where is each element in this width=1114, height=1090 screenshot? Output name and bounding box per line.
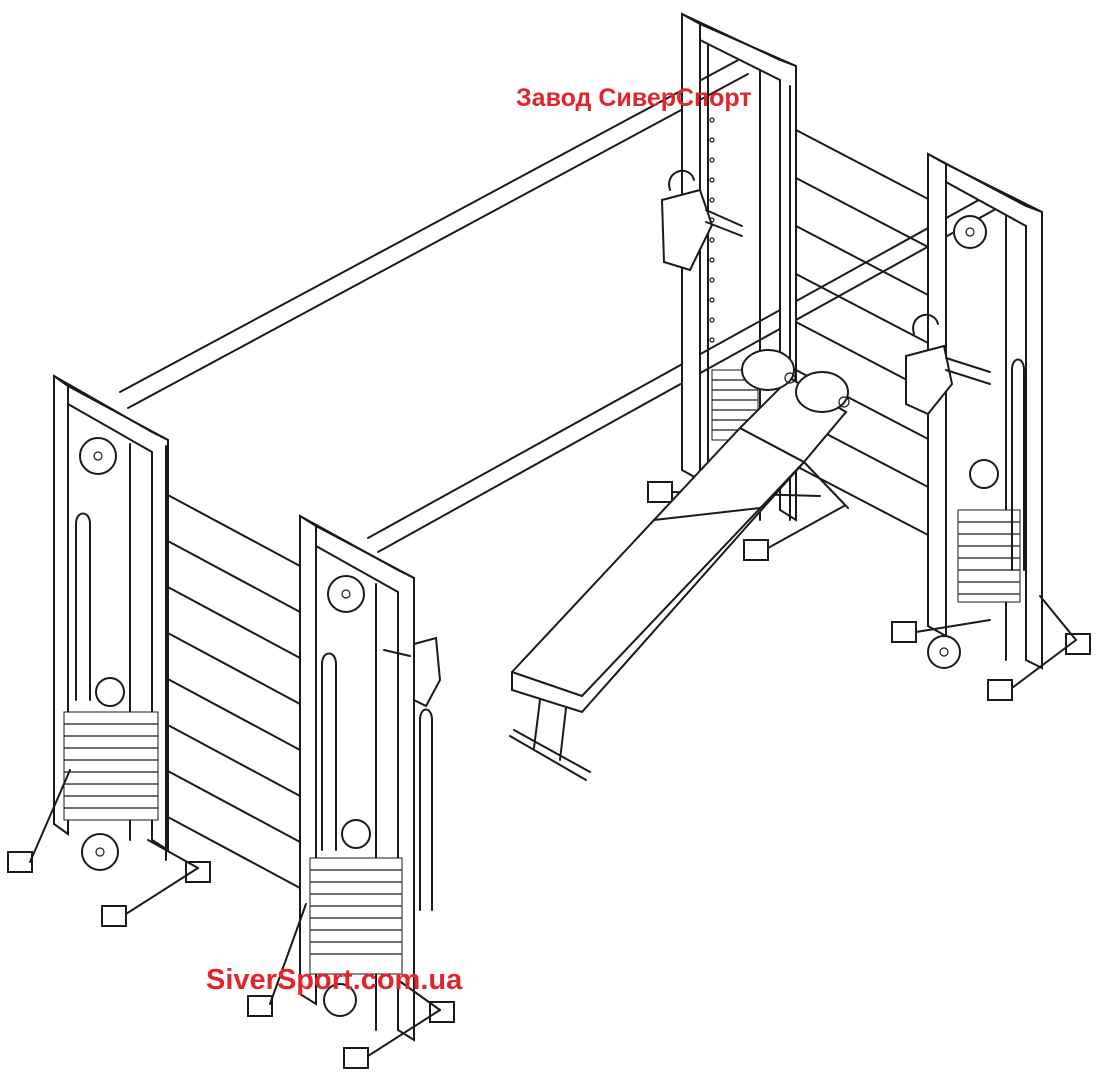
pulley-carriage-front-left: [383, 636, 442, 708]
pulley-carriage-rear-right: [660, 170, 743, 272]
handle-front-left: [321, 652, 337, 851]
handle-front-right: [1011, 358, 1025, 571]
weight-stack-rear-left: [63, 711, 159, 821]
pulley-wheel-mid-right: [969, 459, 999, 489]
bench-leg-support: [509, 699, 591, 781]
pulley-wheel-top-right: [953, 215, 987, 249]
incline-bench: [509, 349, 850, 781]
watermark-website: SiverSport.com.ua: [206, 964, 463, 996]
foot-rear-left: [7, 769, 211, 927]
wall-bars-rear: [789, 85, 931, 561]
pulley-wheel-bottom-right: [927, 635, 961, 669]
tower-rear-left: [7, 374, 211, 927]
pulley-wheel-bottom-front-left: [323, 983, 357, 1017]
foot-front-left: [247, 903, 455, 1069]
top-crossbar-rear: [119, 57, 749, 409]
leg-roller-pads: [741, 349, 850, 413]
tower-front-left: [247, 514, 455, 1069]
tower-front-right: [891, 152, 1091, 701]
pulley-wheel-bottom-left: [81, 833, 119, 871]
weight-stack-front-left: [309, 857, 403, 975]
wall-bar-rail-front: [419, 708, 433, 911]
adjustment-holes-rear-right: [709, 117, 715, 343]
pulley-wheel-mid-front-left: [341, 819, 371, 849]
pulley-wheel-top-front-left: [327, 575, 365, 613]
handle-rear-left: [75, 512, 91, 701]
foot-front-right: [891, 595, 1091, 701]
wall-bars-front: [165, 445, 301, 921]
pulley-wheel-mid-left: [95, 677, 125, 707]
weight-stack-front-right: [957, 509, 1021, 603]
pulley-carriage-front-right: [905, 314, 991, 416]
watermark-factory-name: Завод СиверСпорт: [516, 84, 752, 112]
pulley-wheel-top-left: [79, 437, 117, 475]
